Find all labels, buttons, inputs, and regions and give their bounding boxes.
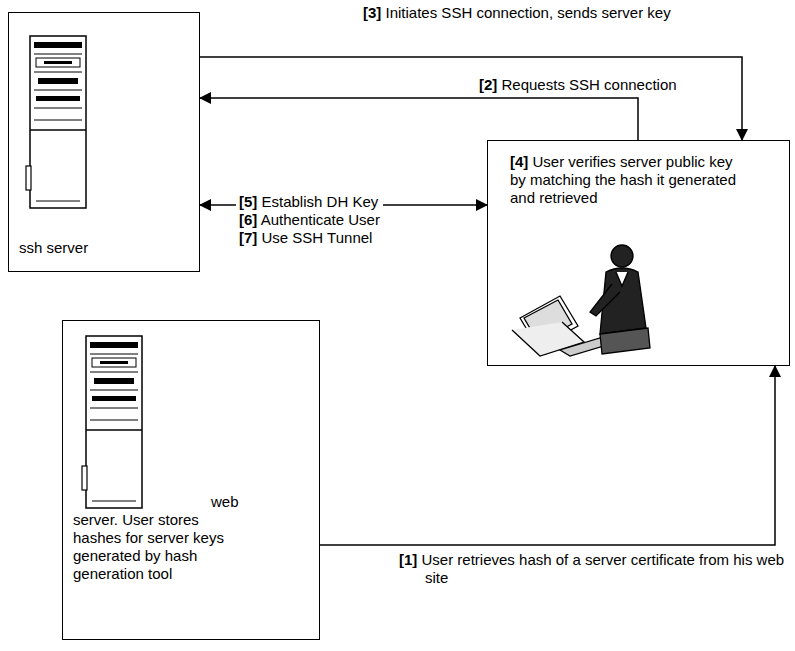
connector-arrow xyxy=(200,98,638,140)
box-text: ssh server xyxy=(19,239,189,257)
server-box: ssh server xyxy=(8,12,200,272)
server-icon xyxy=(82,336,142,508)
server-icon xyxy=(26,36,86,208)
user-at-computer xyxy=(512,245,650,356)
box-text: web server. User stores hashes for serve… xyxy=(73,493,251,583)
connector-arrow xyxy=(200,57,742,140)
edge-label: [3] Initiates SSH connection, sends serv… xyxy=(360,4,674,22)
edge-label: [1] User retrieves hash of a server cert… xyxy=(396,551,795,587)
box-text: [4] User verifies server public key by m… xyxy=(510,153,750,207)
edge-label: [5] Establish DH Key [6] Authenticate Us… xyxy=(236,193,383,247)
user-box: [4] User verifies server public key by m… xyxy=(487,140,790,366)
connector-arrow xyxy=(320,366,775,545)
edge-label: [2] Requests SSH connection xyxy=(476,76,680,94)
web-server-box: web server. User stores hashes for serve… xyxy=(62,320,320,640)
